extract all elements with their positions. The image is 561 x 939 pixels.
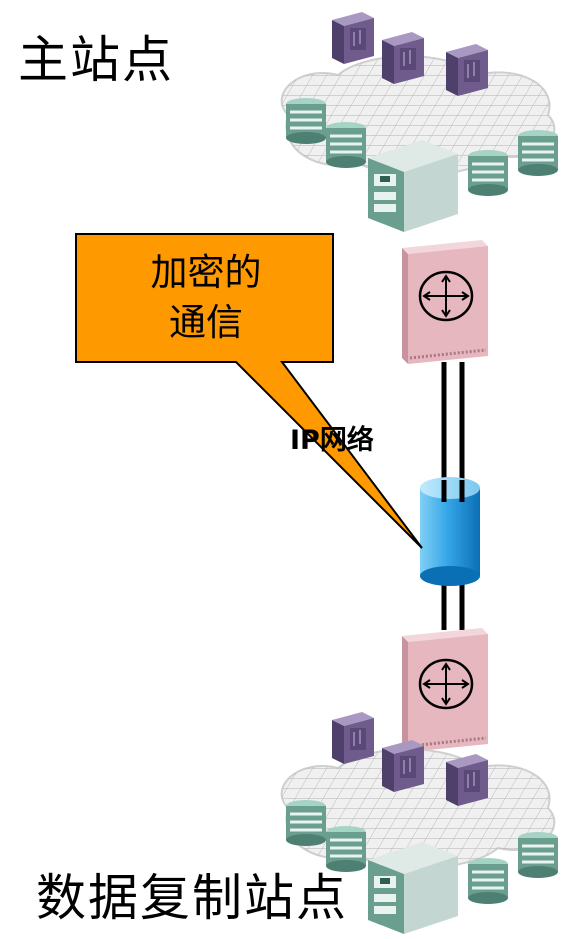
primary-site-label: 主站点: [18, 31, 174, 89]
replica-server-icon: [331, 711, 375, 765]
replica-switch-icon: [368, 842, 458, 934]
callout-line-1: 加密的: [150, 251, 262, 294]
primary-site-cluster: [280, 11, 560, 232]
ip-network-label: IP网络: [290, 425, 374, 456]
primary-server-icon: [445, 43, 489, 97]
primary-storage-icon: [324, 120, 368, 170]
replica-router-icon: [400, 626, 490, 754]
replica-site-label: 数据复制站点: [36, 869, 348, 927]
primary-server-icon: [331, 11, 375, 65]
callout-text: 加密的 通信: [80, 248, 332, 348]
replica-storage-icon: [516, 830, 560, 880]
primary-router-icon: [400, 238, 490, 366]
primary-storage-icon: [466, 148, 510, 198]
replica-server-icon: [381, 739, 425, 793]
primary-server-icon: [381, 31, 425, 85]
primary-switch-icon: [368, 140, 458, 232]
callout-line-2: 通信: [169, 301, 243, 344]
primary-storage-icon: [516, 128, 560, 178]
primary-storage-icon: [284, 96, 328, 146]
replica-storage-icon: [284, 798, 328, 848]
replica-server-icon: [445, 753, 489, 807]
cylinder-tunnel-icon: [420, 477, 480, 586]
callout-box: [75, 233, 423, 549]
replica-storage-icon: [324, 824, 368, 874]
replica-storage-icon: [466, 856, 510, 906]
